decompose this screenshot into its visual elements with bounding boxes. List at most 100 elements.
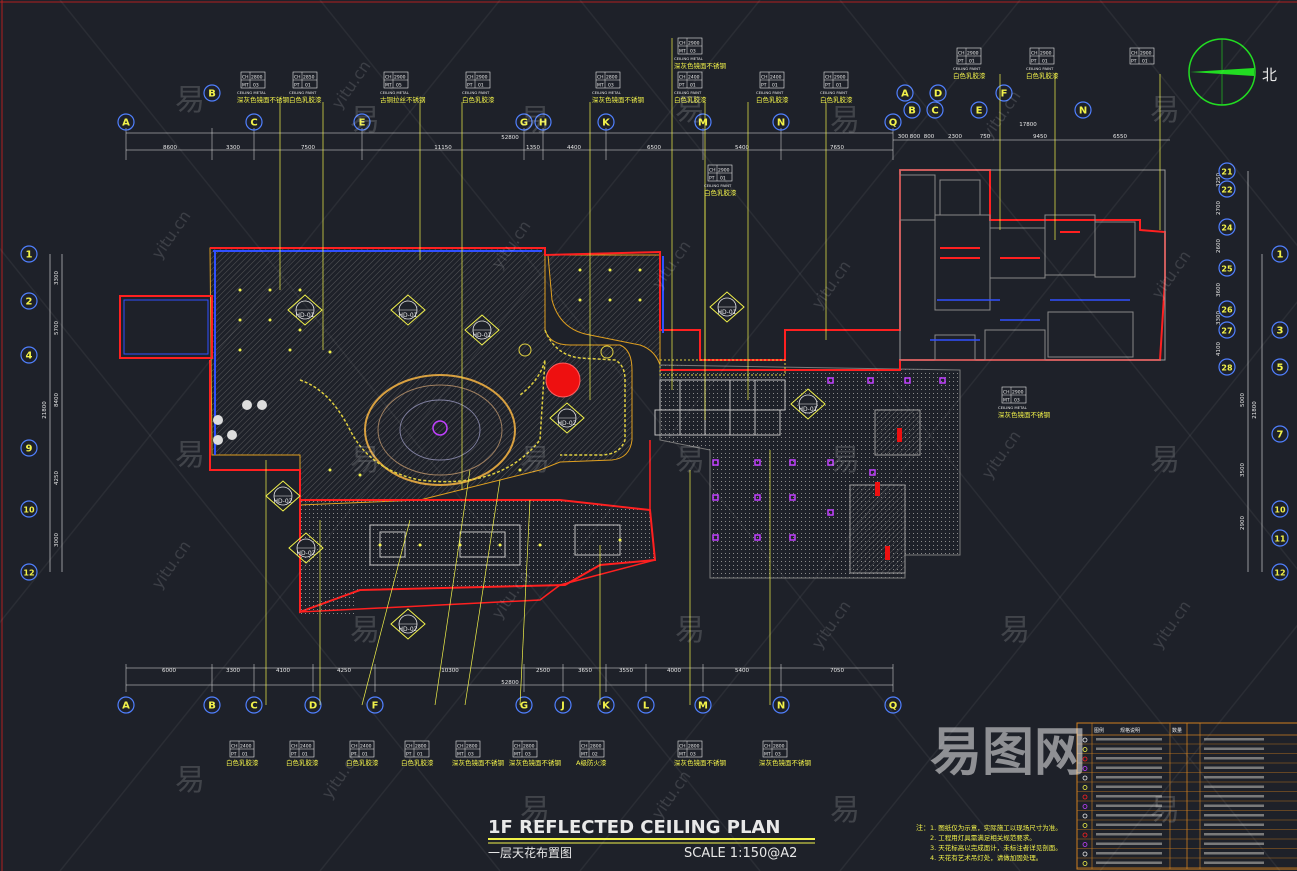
tag-material-text: 白色乳胶漆 — [674, 95, 707, 104]
tag-mt-label: MT — [581, 752, 588, 758]
tag-ch-label: CH — [709, 168, 716, 174]
section-marker-7: HD-02 — [288, 532, 324, 564]
tag-mt-value: 03 — [253, 83, 259, 89]
tag-material-text: 深灰色镜面不锈钢 — [998, 410, 1051, 419]
tag-material-text: 白色乳胶漆 — [286, 758, 319, 767]
tag-material-name: CEILING METAL — [674, 56, 704, 61]
tag-mt-label: MT — [514, 752, 521, 758]
dim-left-5: 21800 — [42, 401, 48, 419]
watermark-char-11: 易 — [1150, 443, 1180, 478]
grid-top-c-2: C — [245, 113, 263, 131]
dim-right-6: 5000 — [1240, 393, 1246, 407]
svg-text:C: C — [250, 701, 257, 712]
svg-text:21: 21 — [1221, 168, 1233, 177]
section-marker-8: HD-02 — [390, 608, 426, 640]
dim-top-10: 300 — [898, 134, 909, 140]
svg-text:N: N — [777, 118, 785, 129]
grid-right-inner-22: 22 — [1218, 180, 1236, 198]
tag-material-text: 白色乳胶漆 — [704, 188, 737, 197]
tag-ch-label: CH — [597, 75, 604, 81]
tag-ch-value: 2900 — [1140, 51, 1152, 57]
dim-bottom-7: 3550 — [619, 668, 633, 674]
section-label-4: HD-01 — [718, 309, 737, 316]
tag-mt-label: MT — [385, 83, 392, 89]
north-arrow: 北 — [1188, 38, 1277, 106]
tag-mt-value: 01 — [302, 752, 308, 758]
svg-text:2: 2 — [26, 297, 33, 308]
grid-bottom-n: N — [772, 696, 790, 714]
tag-material-text: 深灰色镜面不锈钢 — [674, 61, 727, 70]
watermark-char-2: 易 — [520, 103, 550, 138]
tag-material-text: 古铜拉丝不锈钢 — [380, 95, 426, 104]
grid-top-k-6: K — [597, 113, 615, 131]
tag-ch-value: 2900 — [1040, 51, 1052, 57]
grid-right-outer-1: 1 — [1271, 245, 1289, 263]
dim-bottom-10: 7050 — [830, 668, 844, 674]
svg-text:A: A — [122, 701, 130, 712]
grid-bottom-m: M — [694, 696, 712, 714]
legend-table: 图例 规格说明 数量 — [1076, 722, 1297, 870]
tag-material-name: CEILING METAL — [237, 90, 267, 95]
watermark-char-14: 易 — [520, 793, 550, 828]
tag-ch-label: CH — [242, 75, 249, 81]
svg-text:10: 10 — [23, 506, 35, 515]
tag-ch-label: CH — [764, 744, 771, 750]
grid-bottom-c: C — [245, 696, 263, 714]
grid-right-inner-28: 28 — [1218, 358, 1236, 376]
watermark-char-4: 易 — [830, 103, 860, 138]
grid-top-b-11: B — [903, 101, 921, 119]
tag-mt-label: MT — [679, 752, 686, 758]
tag-ch-value: 2900 — [476, 75, 488, 81]
svg-text:C: C — [250, 118, 257, 129]
tag-mt-label: MT — [242, 83, 249, 89]
tag-mt-value: 03 — [1014, 398, 1020, 404]
tag-ch-label: CH — [581, 744, 588, 750]
svg-text:E: E — [976, 106, 983, 117]
tag-material-text: 白色乳胶漆 — [226, 758, 259, 767]
tag-mt-value: 03 — [775, 752, 781, 758]
dim-right-1: 2700 — [1216, 201, 1222, 215]
dim-bottom-9: 5400 — [735, 668, 749, 674]
dim-right-8: 2900 — [1240, 516, 1246, 530]
tag-mt-label: MT — [679, 49, 686, 55]
watermark-char-16: 易 — [830, 793, 860, 828]
svg-text:A: A — [122, 118, 130, 129]
tag-ch-label: CH — [1131, 51, 1138, 57]
tag-mt-label: PT — [709, 176, 715, 182]
tag-mt-label: PT — [825, 83, 831, 89]
west-dot-zone — [300, 520, 355, 615]
tag-mt-label: PT — [294, 83, 300, 89]
grid-right-inner-25: 25 — [1218, 259, 1236, 277]
svg-text:K: K — [602, 701, 611, 712]
svg-text:1: 1 — [1277, 250, 1284, 261]
watermark-char-13: 易 — [350, 613, 380, 648]
tag-material-name: CEILING PAINT — [756, 90, 784, 95]
dim-right-3: 3600 — [1216, 283, 1222, 297]
section-marker-1: HD-01 — [390, 294, 426, 326]
grid-top-f-15: F — [995, 84, 1013, 102]
watermark-char-17: 易 — [1150, 793, 1180, 828]
legend-header-qty: 数量 — [1172, 727, 1182, 734]
grid-bottom-l: L — [637, 696, 655, 714]
svg-text:L: L — [643, 701, 650, 712]
watermark-char-12: 易 — [175, 763, 205, 798]
tag-ch-value: 2400 — [360, 744, 372, 750]
tag-material-name: CEILING PAINT — [674, 90, 702, 95]
section-marker-6: HD-02 — [265, 480, 301, 512]
svg-text:D: D — [309, 701, 317, 712]
dim-bottom-3: 4250 — [337, 668, 351, 674]
tag-ch-label: CH — [351, 744, 358, 750]
svg-text:24: 24 — [1221, 224, 1233, 233]
dim-right-2: 2600 — [1216, 239, 1222, 253]
tag-mt-label: PT — [351, 752, 357, 758]
legend-rows — [1077, 737, 1297, 868]
tag-mt-label: PT — [958, 59, 964, 65]
grid-left-1: 1 — [20, 245, 38, 263]
dim-left-1: 5700 — [54, 321, 60, 335]
section-label-6: HD-02 — [274, 498, 293, 505]
